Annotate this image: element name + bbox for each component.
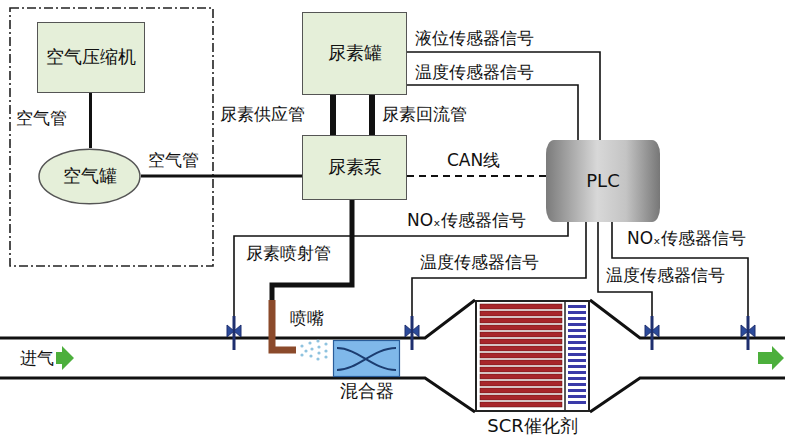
catalyst-layer: [480, 325, 562, 330]
connector-label: 空气管: [14, 108, 69, 129]
signal-line: [407, 52, 600, 140]
catalyst-layer: [480, 395, 562, 400]
catalyst-layer: [568, 341, 586, 344]
catalyst-layer: [568, 323, 586, 326]
connector-label: 尿素供应管: [218, 104, 307, 125]
node-label: SCR催化剂: [487, 415, 578, 438]
catalyst-layer: [480, 311, 562, 316]
equipment-box: 尿素罐: [302, 12, 407, 95]
pipe-line: [141, 175, 302, 178]
tank-ellipse: 空气罐: [38, 148, 141, 205]
node-content: 空气压缩机: [46, 46, 136, 69]
catalyst-layer: [568, 389, 586, 392]
part-label: 尿素喷射管: [244, 243, 333, 264]
node-content: 尿素泵: [328, 156, 382, 179]
mixer-drawing: [333, 340, 400, 377]
node-label: 尿素泵: [328, 156, 382, 179]
equipment-box: 空气压缩机: [37, 22, 145, 93]
catalyst-layer: [568, 365, 586, 368]
catalyst-layer: [568, 305, 586, 308]
catalyst-layer: [480, 402, 562, 407]
signal-label: 温度传感器信号: [604, 265, 727, 286]
air-system-region: [10, 8, 213, 266]
flow-label: 进气: [18, 348, 56, 369]
catalyst-layer: [568, 383, 586, 386]
bus-line: [407, 175, 546, 177]
catalyst-layer: [568, 401, 586, 404]
exhaust-pipe-bottom: [0, 378, 475, 412]
connector-label: 温度传感器信号: [413, 62, 536, 83]
sensor-symbol: [645, 316, 659, 350]
catalyst-layer: [480, 332, 562, 337]
catalyst-layer: [568, 335, 586, 338]
catalyst-layer: [480, 360, 562, 365]
node-content: 混合器: [340, 380, 394, 403]
catalyst-layer: [568, 371, 586, 374]
node-content: SCR催化剂: [487, 415, 578, 438]
catalyst-layer: [480, 304, 562, 309]
pipe-line: [89, 93, 92, 148]
part-label: 喷嘴: [288, 308, 326, 329]
catalyst-layer: [568, 377, 586, 380]
connector-label: 液位传感器信号: [413, 28, 536, 49]
node-label: 空气压缩机: [46, 46, 136, 69]
catalyst-divider: [564, 301, 566, 411]
exhaust-pipe-top-right: [590, 300, 785, 338]
tank-outline: [39, 149, 140, 204]
equipment-box: 尿素泵: [302, 135, 407, 200]
catalyst-layer: [480, 318, 562, 323]
connector-label: 空气管: [146, 150, 201, 171]
pipe-line: [369, 95, 375, 135]
catalyst-block: SCR催化剂: [475, 300, 590, 412]
node-content: 空气罐: [63, 165, 117, 188]
node-content: 尿素罐: [328, 42, 382, 65]
flow-arrow: [758, 346, 784, 370]
pipe-line: [330, 95, 336, 135]
controller-box: PLC: [546, 140, 660, 222]
catalyst-layer: [568, 353, 586, 356]
node-label: 混合器: [340, 380, 394, 403]
node-label: 尿素罐: [328, 42, 382, 65]
sensor-symbol: [227, 316, 241, 350]
catalyst-layer: [480, 388, 562, 393]
catalyst-layer: [480, 381, 562, 386]
mixer-vanes: [337, 348, 396, 370]
signal-label: 温度传感器信号: [418, 252, 541, 273]
node-label: 空气罐: [63, 165, 117, 188]
connector-label: 尿素回流管: [380, 104, 469, 125]
catalyst-layer: [480, 367, 562, 372]
catalyst-layer: [568, 347, 586, 350]
exhaust-pipe-bottom-right: [590, 378, 785, 412]
catalyst-layer: [480, 353, 562, 358]
signal-label: NOₓ传感器信号: [625, 228, 748, 249]
catalyst-layer: [480, 346, 562, 351]
connector-label: CAN线: [445, 150, 502, 171]
mixer-body: [334, 341, 400, 377]
catalyst-layer: [480, 374, 562, 379]
catalyst-layer: [568, 359, 586, 362]
catalyst-drawing: [475, 300, 590, 412]
catalyst-layer: [568, 395, 586, 398]
sensor-symbol: [405, 316, 419, 350]
node-label: PLC: [586, 170, 619, 193]
catalyst-layer: [568, 317, 586, 320]
sensor-symbol: [741, 316, 755, 350]
catalyst-layer: [568, 329, 586, 332]
catalyst-layer: [568, 311, 586, 314]
catalyst-layer: [480, 339, 562, 344]
spray: [300, 339, 327, 360]
node-content: PLC: [586, 170, 619, 193]
signal-label: NOₓ传感器信号: [405, 210, 528, 231]
catalyst-body: [476, 301, 589, 411]
mixer-element: 混合器: [333, 340, 400, 377]
exhaust-pipe-top: [0, 300, 475, 338]
